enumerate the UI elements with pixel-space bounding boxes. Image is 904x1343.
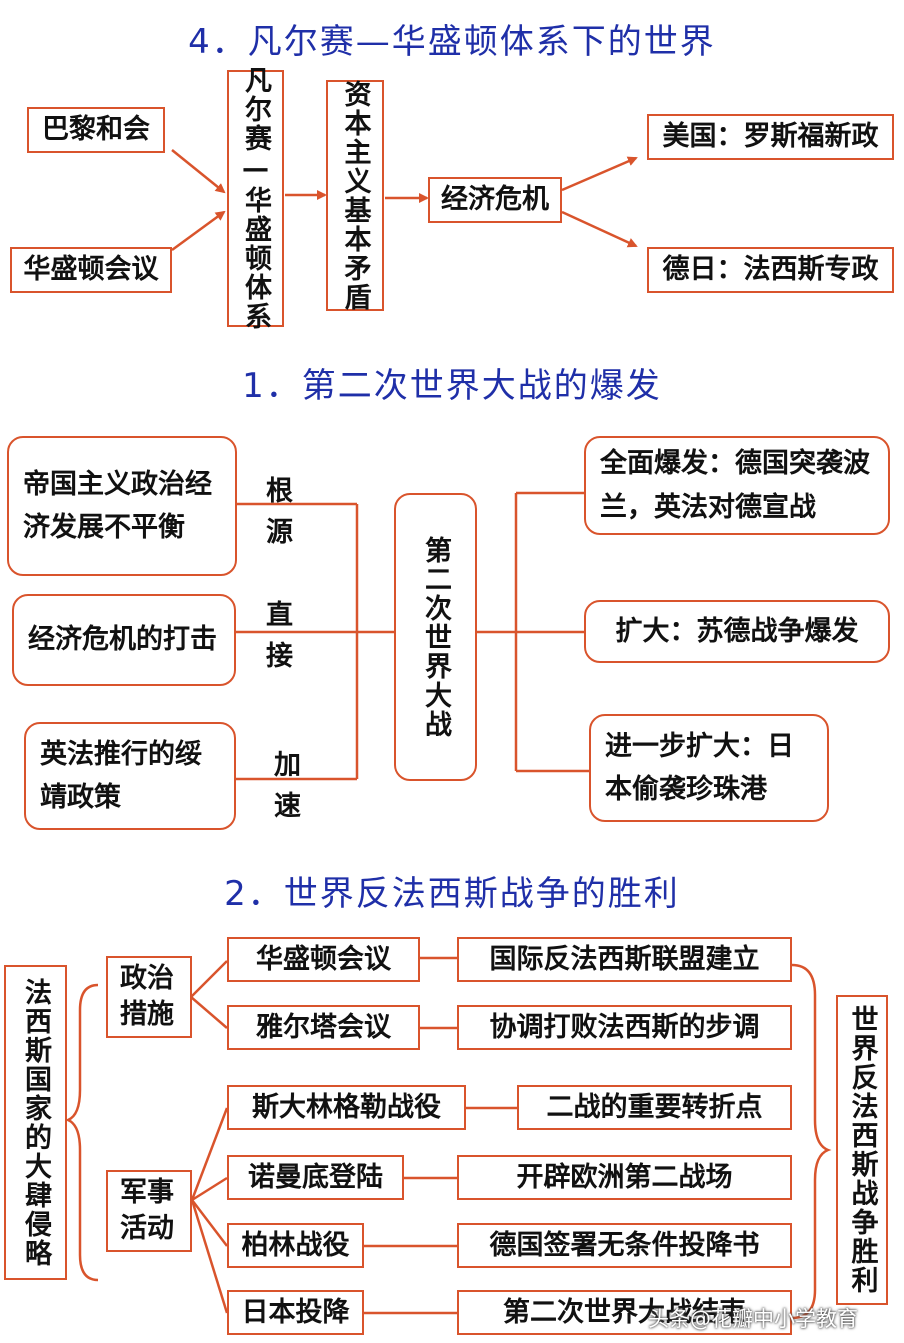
box-paris-peace-conference: 巴黎和会 bbox=[27, 107, 165, 153]
label-root-cause: 根源 bbox=[261, 476, 292, 558]
result-coordinate-defeat: 协调打败法西斯的步调 bbox=[457, 1005, 792, 1050]
box-economic-crisis: 经济危机 bbox=[428, 177, 562, 223]
box-usa-new-deal: 美国：罗斯福新政 bbox=[647, 114, 894, 160]
box-washington-conference: 华盛顿会议 bbox=[10, 247, 172, 293]
result-war-ends: 第二次世界大战结束 bbox=[457, 1290, 792, 1335]
box-cause-appeasement: 英法推行的绥靖政策 bbox=[24, 722, 236, 830]
box-military-activities: 军事活动 bbox=[106, 1170, 192, 1252]
result-second-front: 开辟欧洲第二战场 bbox=[457, 1155, 792, 1200]
box-capitalism-contradiction: 资本主义基本矛盾 bbox=[326, 80, 384, 312]
box-world-war-two: 第二次世界大战 bbox=[394, 493, 477, 781]
box-versailles-washington-system: 凡尔赛—华盛顿体系 bbox=[227, 66, 284, 331]
event-japan-surrender: 日本投降 bbox=[227, 1290, 364, 1335]
box-cause-economic-crisis: 经济危机的打击 bbox=[12, 594, 236, 686]
label-accelerate: 加速 bbox=[269, 750, 300, 832]
result-alliance-established: 国际反法西斯联盟建立 bbox=[457, 937, 792, 982]
box-political-measures: 政治措施 bbox=[106, 956, 192, 1038]
result-turning-point: 二战的重要转折点 bbox=[517, 1085, 792, 1130]
box-cause-uneven-development: 帝国主义政治经济发展不平衡 bbox=[7, 436, 237, 576]
box-anti-fascist-victory: 世界反法西斯战争胜利 bbox=[836, 995, 888, 1305]
label-direct-cause: 直接 bbox=[261, 600, 292, 682]
result-german-surrender: 德国签署无条件投降书 bbox=[457, 1223, 792, 1268]
event-yalta-conference: 雅尔塔会议 bbox=[227, 1005, 420, 1050]
event-normandy: 诺曼底登陆 bbox=[227, 1155, 404, 1200]
event-stalingrad: 斯大林格勒战役 bbox=[227, 1085, 466, 1130]
event-berlin: 柏林战役 bbox=[227, 1223, 364, 1268]
watermark: 头条@花瓣中小学教育 bbox=[648, 1307, 858, 1331]
box-result-full-outbreak: 全面爆发：德国突袭波兰，英法对德宣战 bbox=[584, 436, 890, 535]
box-result-pearl-harbor: 进一步扩大：日本偷袭珍珠港 bbox=[589, 714, 829, 822]
section-title-ww2-outbreak: 1．第二次世界大战的爆发 bbox=[242, 366, 662, 406]
box-fascist-aggression: 法西斯国家的大肆侵略 bbox=[4, 965, 67, 1280]
event-washington-conference: 华盛顿会议 bbox=[227, 937, 420, 982]
box-result-soviet-german-war: 扩大：苏德战争爆发 bbox=[584, 600, 890, 663]
box-germany-japan-fascism: 德日：法西斯专政 bbox=[647, 247, 894, 293]
section-title-versailles-washington: 4．凡尔赛—华盛顿体系下的世界 bbox=[188, 22, 716, 62]
section-title-anti-fascist-victory: 2．世界反法西斯战争的胜利 bbox=[224, 874, 680, 914]
